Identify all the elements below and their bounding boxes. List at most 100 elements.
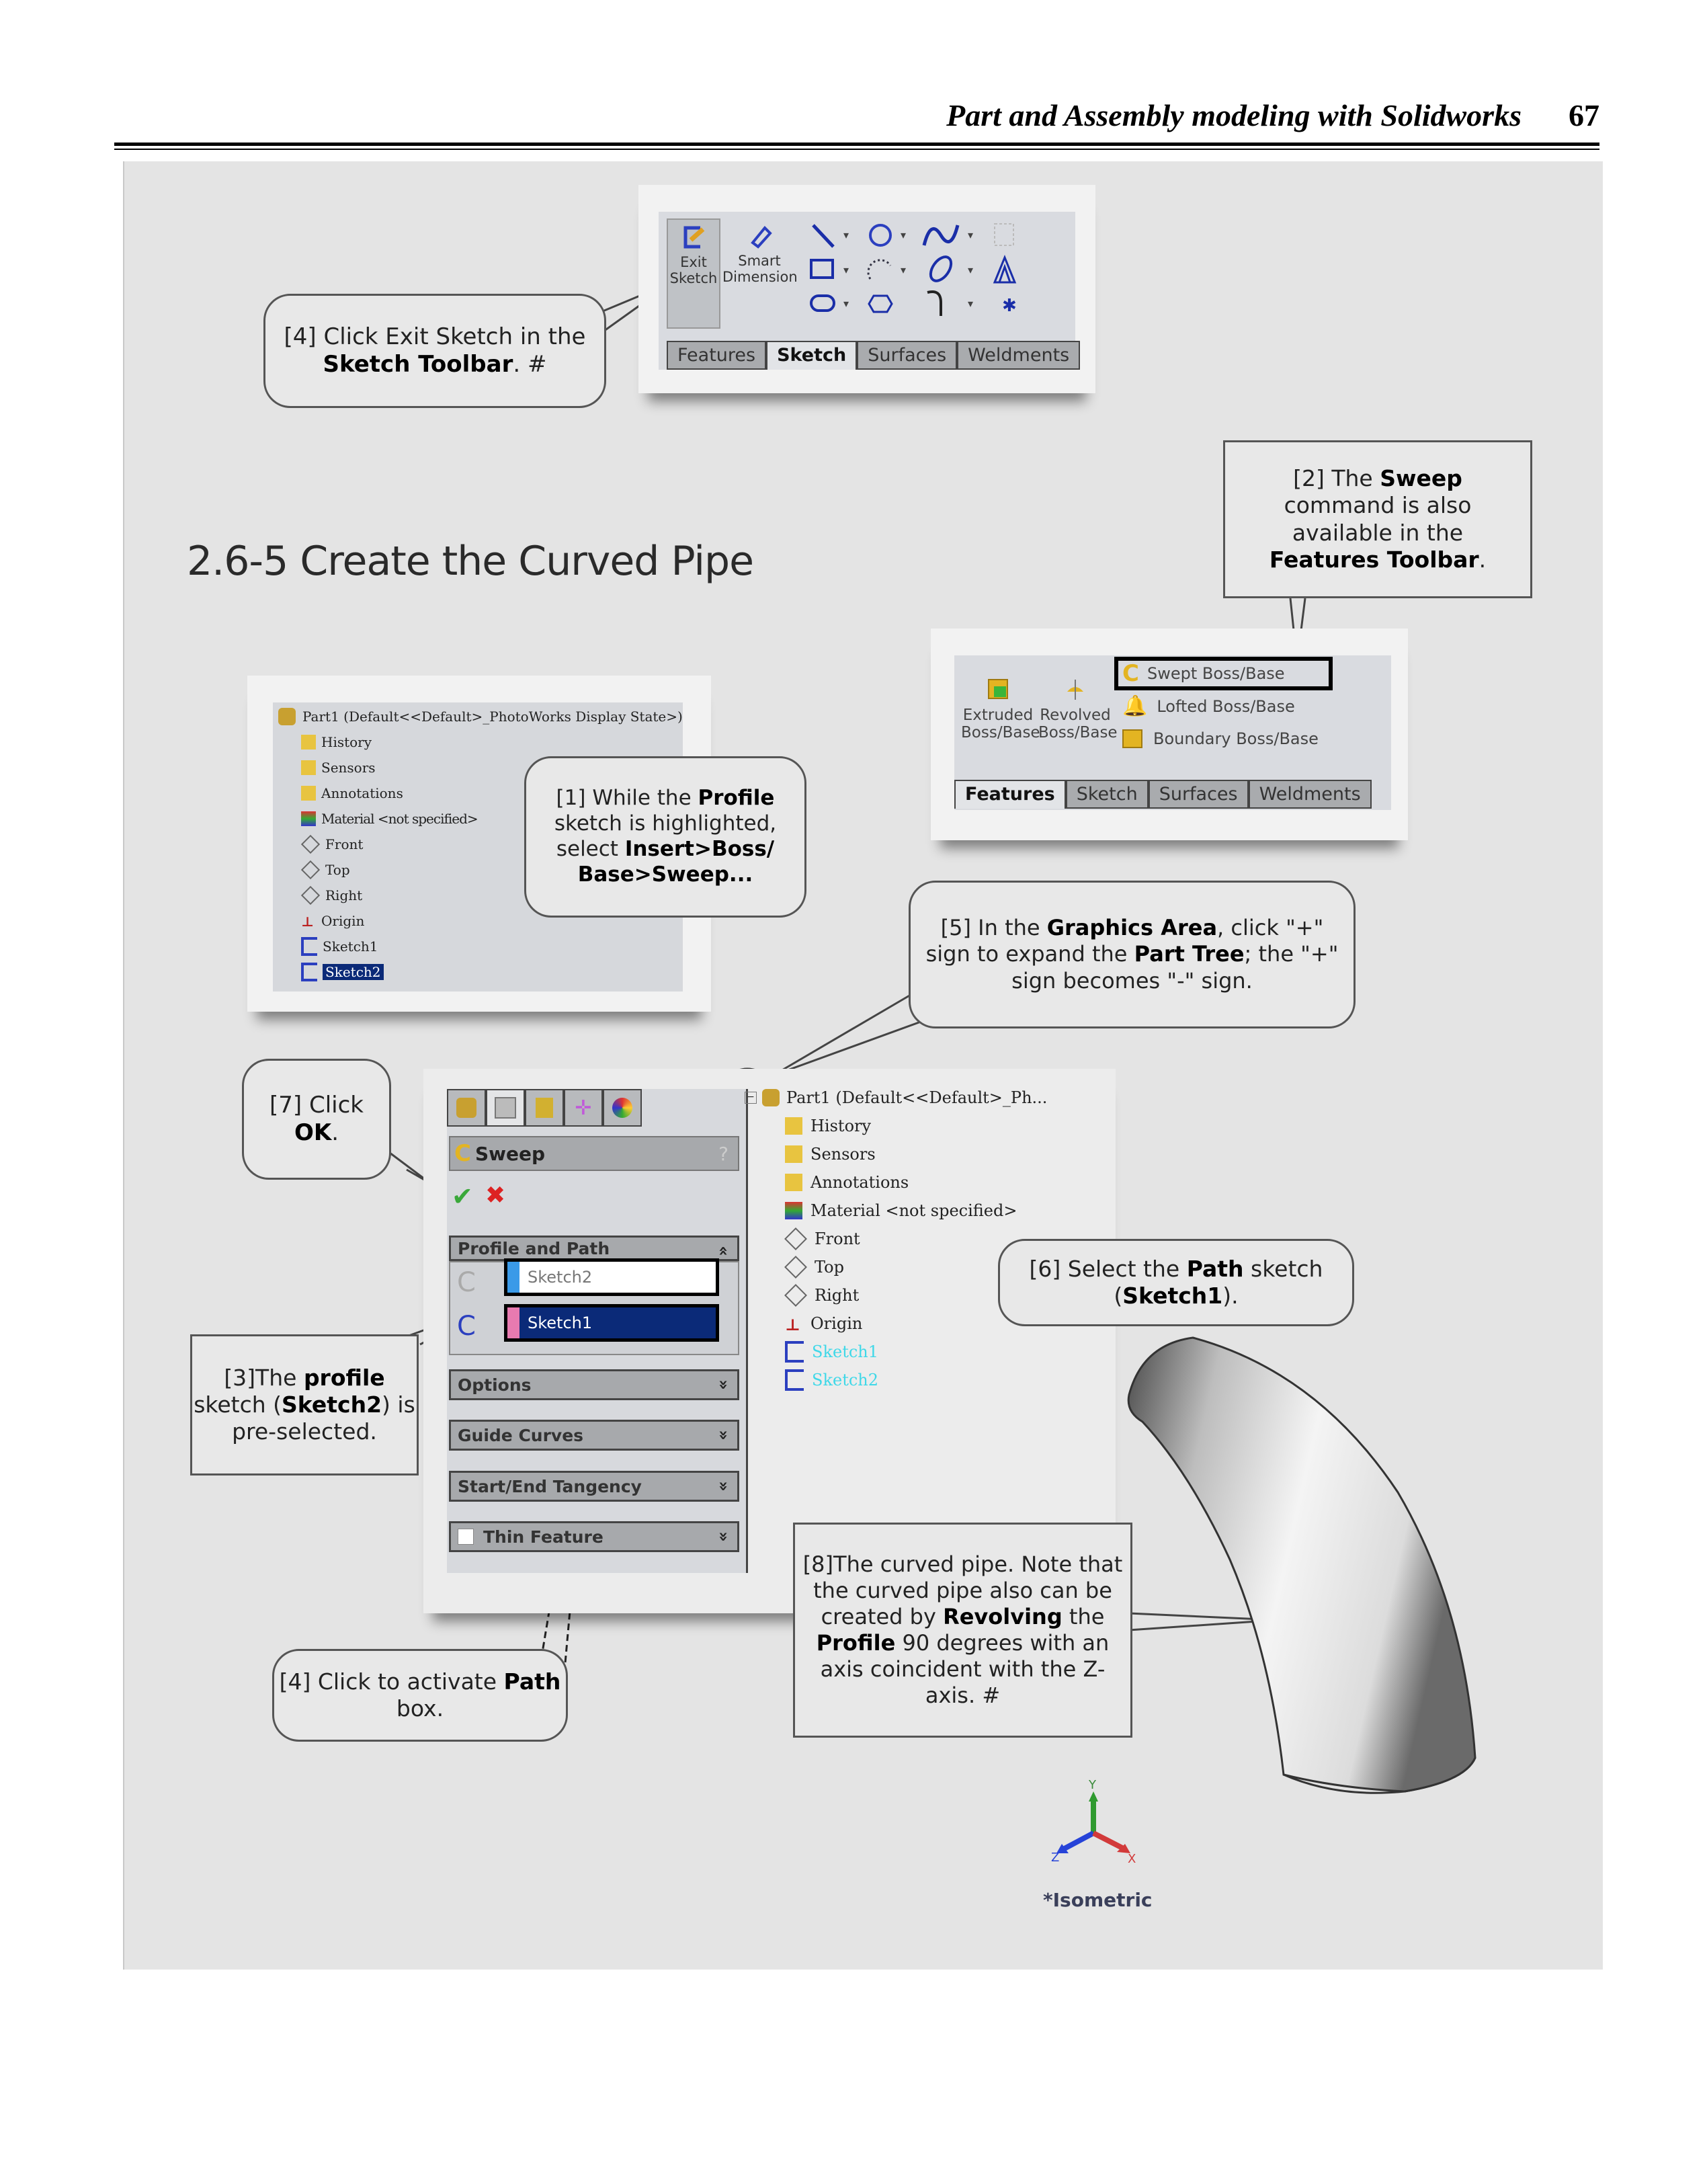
tree-item-sketch2[interactable]: Sketch2 [745,1366,1047,1394]
profile-value: Sketch2 [528,1268,593,1287]
cancel-button[interactable]: ✖ [485,1182,506,1209]
tree-root-label: Part1 (Default<<Default>_PhotoWorks Disp… [302,709,683,725]
tree-root[interactable]: −Part1 (Default<<Default>_Ph... [745,1084,1047,1112]
configuration-manager-tab[interactable] [525,1089,564,1127]
tree-item-sketch1[interactable]: Sketch1 [745,1338,1047,1366]
profile-selection-box[interactable]: Sketch2 [504,1258,719,1296]
display-manager-tab[interactable] [603,1089,642,1127]
part-icon [456,1098,476,1118]
tab-surfaces[interactable]: Surfaces [1148,780,1249,809]
thin-feature-section[interactable]: Thin Feature» [449,1521,739,1552]
sketch-icon [785,1341,804,1363]
svg-text:▾: ▾ [843,229,849,241]
exit-label-2: Sketch [669,270,718,286]
tree-item-front[interactable]: Front [745,1225,1047,1253]
sketch-toolbar: Exit Sketch Smart Dimension ✱ ▾▾▾▾▾▾▾▾ F… [659,212,1081,370]
tab-sketch[interactable]: Sketch [766,341,858,370]
sweep-icon: C [454,1140,471,1167]
expand-icon: » [714,1481,734,1492]
plane-icon [300,885,321,905]
point-tool-icon: ✱ [1002,296,1017,316]
z-axis-label: Z [1051,1851,1059,1865]
collapse-toggle-icon[interactable]: − [745,1092,757,1104]
svg-text:▾: ▾ [843,297,849,310]
tree-label: Annotations [810,1173,909,1192]
callout-insert-sweep: [1] While the Profile sketch is highligh… [524,756,806,918]
tree-item-material[interactable]: Material <not specified> [745,1197,1047,1225]
dimxpert-icon: ✛ [575,1096,592,1120]
smart-label-2: Dimension [722,269,798,285]
extruded-boss-button[interactable]: Extruded Boss/Base [961,676,1040,741]
tree-item-sketch2-selected[interactable]: Sketch2 [278,959,683,985]
curved-pipe-model[interactable] [1116,1318,1613,1936]
callout-profile-preselected: [3]The profile sketch (Sketch2) is pre-s… [190,1334,419,1475]
tab-weldments[interactable]: Weldments [1248,780,1372,809]
exit-sketch-button[interactable]: Exit Sketch [667,218,720,329]
tree-item-history[interactable]: History [745,1112,1047,1140]
tab-surfaces[interactable]: Surfaces [857,341,958,370]
section-label: Thin Feature [483,1527,603,1547]
tree-item-sketch1[interactable]: Sketch1 [278,934,683,959]
tree-label: Annotations [321,785,403,801]
path-selection-box[interactable]: Sketch1 [504,1304,719,1342]
svg-text:▾: ▾ [843,264,849,276]
tree-label: Sensors [321,760,376,776]
options-section[interactable]: Options» [449,1369,739,1400]
tree-item-front[interactable]: Front [278,832,683,857]
tab-weldments[interactable]: Weldments [957,341,1081,370]
thin-feature-checkbox[interactable] [458,1529,474,1545]
tree-label: Front [815,1229,860,1248]
lofted-boss-button[interactable]: 🔔 Lofted Boss/Base [1122,694,1295,718]
tree-item-history[interactable]: History [278,729,683,755]
plane-icon [300,834,321,854]
start-end-tangency-section[interactable]: Start/End Tangency» [449,1471,739,1502]
tree-item-sensors[interactable]: Sensors [278,755,683,780]
tree-root[interactable]: Part1 (Default<<Default>_PhotoWorks Disp… [278,704,683,729]
tree-item-annotations[interactable]: Annotations [745,1168,1047,1197]
tree-item-top[interactable]: Top [745,1253,1047,1281]
dimxpert-tab[interactable]: ✛ [564,1089,603,1127]
sensors-folder-icon [301,760,316,775]
feature-manager-tab[interactable] [447,1089,486,1127]
boundary-boss-button[interactable]: Boundary Boss/Base [1122,729,1319,748]
plane-tool-icon [994,223,1014,246]
lofted-boss-icon: 🔔 [1122,694,1148,718]
view-orientation-label: *Isometric [1043,1889,1153,1911]
tab-features[interactable]: Features [954,780,1066,809]
tree-item-right[interactable]: Right [745,1281,1047,1309]
ok-button[interactable]: ✔ [452,1182,473,1211]
tree-label: Front [325,836,364,852]
sensors-folder-icon [785,1145,802,1163]
part-icon [278,708,296,725]
tree-item-top[interactable]: Top [278,857,683,883]
extruded-label-2: Boss/Base [961,724,1040,741]
profile-color-stripe [507,1262,519,1293]
lofted-label: Lofted Boss/Base [1157,696,1295,716]
sketch-entity-tools[interactable]: ✱ ▾▾▾▾▾▾▾▾ [803,218,1072,326]
help-button[interactable]: ? [718,1142,728,1165]
tree-item-annotations[interactable]: Annotations [278,780,683,806]
property-manager-tab[interactable] [486,1089,525,1127]
tab-sketch[interactable]: Sketch [1065,780,1149,809]
profile-and-path-section[interactable]: Profile and Path« [449,1236,739,1261]
slot-tool-icon [810,294,835,312]
plane-icon [784,1227,807,1250]
tab-features[interactable]: Features [667,341,767,370]
tree-item-origin[interactable]: ⊥Origin [745,1309,1047,1338]
tree-item-right[interactable]: Right [278,883,683,908]
tree-item-material[interactable]: Material <not specified> [278,806,683,832]
revolved-label-1: Revolved [1040,706,1111,724]
tree-label: Origin [321,913,365,929]
property-manager-title: Sweep [474,1142,546,1165]
tree-top: Part1 (Default<<Default>_PhotoWorks Disp… [278,704,683,985]
guide-curves-section[interactable]: Guide Curves» [449,1420,739,1451]
path-icon: C [457,1311,476,1342]
svg-text:▾: ▾ [901,264,906,276]
revolved-boss-button[interactable]: Revolved Boss/Base [1038,676,1118,741]
tree-item-sensors[interactable]: Sensors [745,1140,1047,1168]
material-icon [785,1202,802,1219]
tree-item-origin[interactable]: ⊥Origin [278,908,683,934]
smart-dimension-button[interactable]: Smart Dimension [722,218,798,326]
